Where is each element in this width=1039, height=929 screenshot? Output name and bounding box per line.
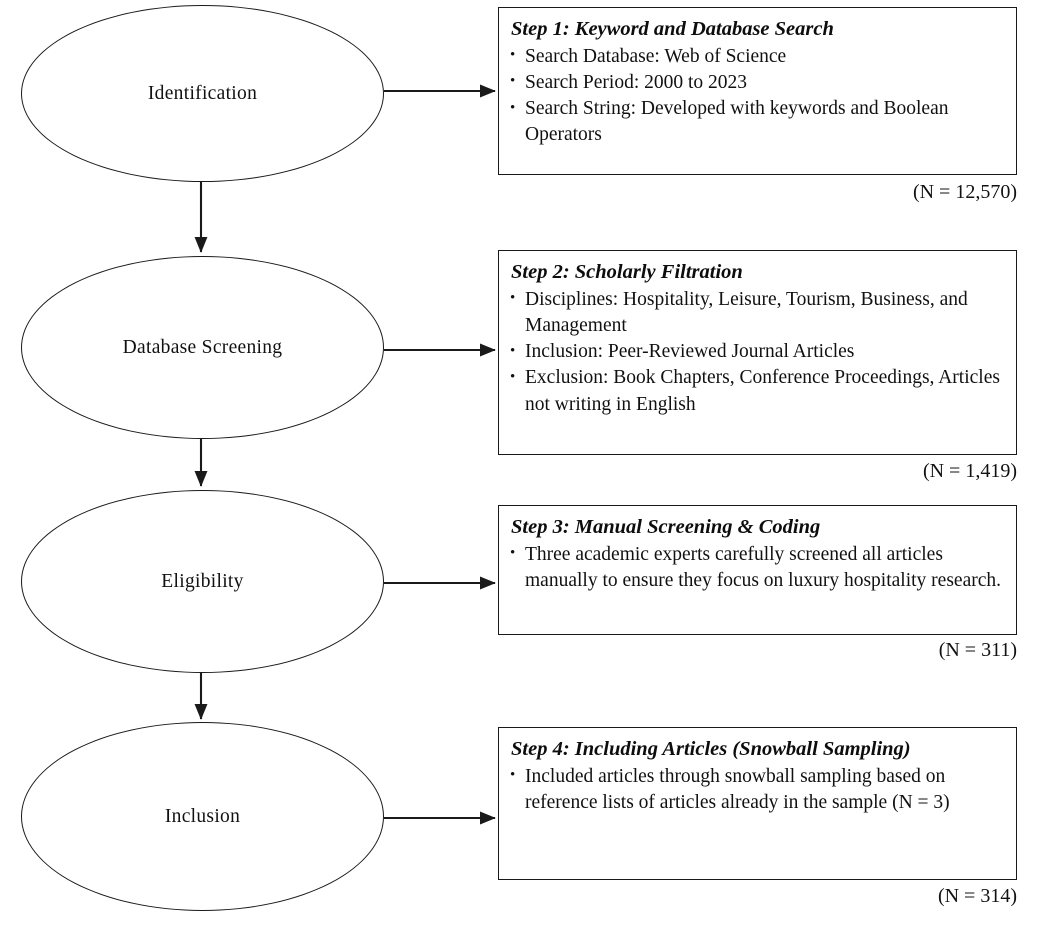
step-3-bullet: Three academic experts carefully screene… — [509, 541, 1006, 594]
step-3-heading: Step 3: Manual Screening & Coding — [511, 516, 821, 538]
stage-ellipse-inclusion[interactable]: Inclusion — [21, 722, 384, 911]
stage-label-database-screening: Database Screening — [122, 336, 283, 358]
step-4-heading: Step 4: Including Articles (Snowball Sam… — [511, 738, 911, 760]
step-2-bullet-list: Disciplines: Hospitality, Leisure, Touri… — [509, 286, 1006, 418]
stage-label-inclusion: Inclusion — [164, 805, 241, 827]
step-3-bullet-list: Three academic experts carefully screene… — [509, 541, 1006, 594]
step-4-bullet-list: Included articles through snowball sampl… — [509, 763, 1006, 816]
step-1-bullet-list: Search Database: Web of Science Search P… — [509, 43, 1006, 149]
stage-ellipse-identification[interactable]: Identification — [21, 5, 384, 182]
step-2-heading: Step 2: Scholarly Filtration — [511, 261, 743, 283]
count-label-step-1: (N = 12,570) — [912, 181, 1017, 203]
step-1-bullet: Search Database: Web of Science — [509, 43, 1006, 70]
step-box-4[interactable]: Step 4: Including Articles (Snowball Sam… — [498, 727, 1017, 880]
step-box-1[interactable]: Step 1: Keyword and Database Search Sear… — [498, 7, 1017, 175]
step-2-bullet: Disciplines: Hospitality, Leisure, Touri… — [509, 286, 1006, 339]
stage-ellipse-eligibility[interactable]: Eligibility — [21, 490, 384, 673]
stage-ellipse-database-screening[interactable]: Database Screening — [21, 256, 384, 439]
step-2-bullet: Exclusion: Book Chapters, Conference Pro… — [509, 365, 1006, 417]
step-box-3[interactable]: Step 3: Manual Screening & Coding Three … — [498, 505, 1017, 635]
stage-label-eligibility: Eligibility — [161, 570, 244, 592]
step-4-bullet: Included articles through snowball sampl… — [509, 763, 1006, 816]
step-1-heading: Step 1: Keyword and Database Search — [511, 18, 834, 40]
step-box-2[interactable]: Step 2: Scholarly Filtration Disciplines… — [498, 250, 1017, 455]
stage-label-identification: Identification — [147, 82, 258, 104]
count-label-step-3: (N = 311) — [938, 639, 1017, 661]
step-1-bullet: Search String: Developed with keywords a… — [509, 96, 1006, 148]
count-label-step-4: (N = 314) — [937, 885, 1017, 907]
count-label-step-2: (N = 1,419) — [922, 460, 1017, 482]
step-1-bullet: Search Period: 2000 to 2023 — [509, 69, 1006, 96]
step-2-bullet: Inclusion: Peer-Reviewed Journal Article… — [509, 339, 1006, 365]
